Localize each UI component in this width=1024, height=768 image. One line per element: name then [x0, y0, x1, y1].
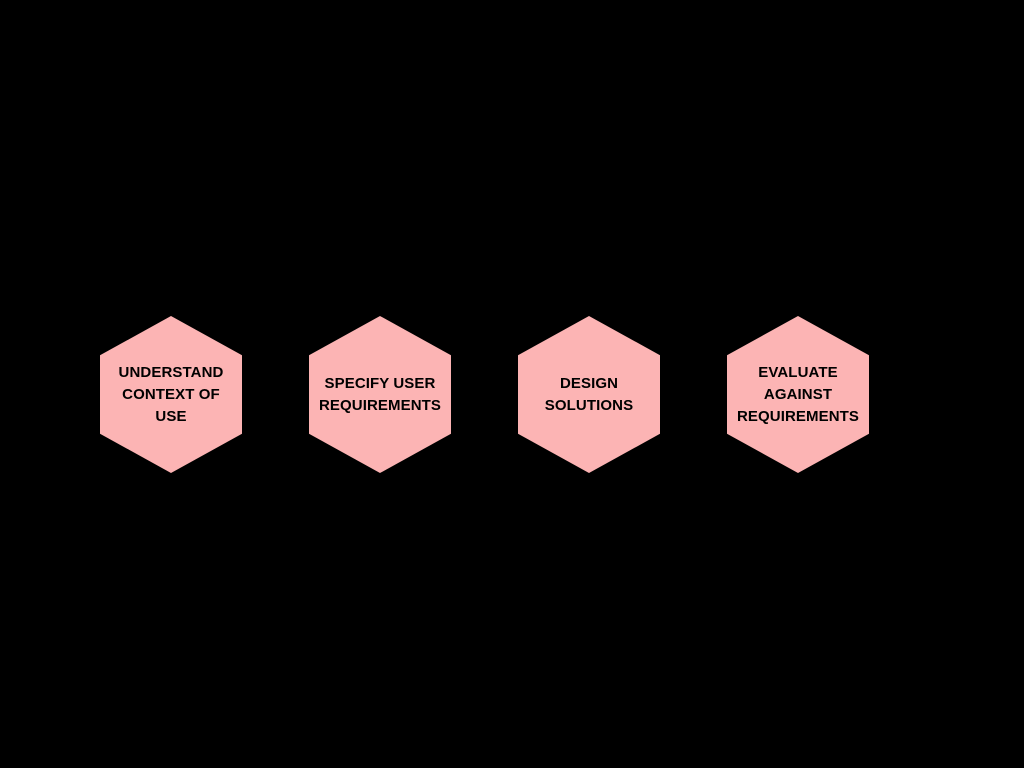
- hexagon-node-specify-user-requirements[interactable]: SPECIFY USER REQUIREMENTS: [309, 316, 451, 473]
- hexagon-node-understand-context-of-use[interactable]: UNDERSTAND CONTEXT OF USE: [100, 316, 242, 473]
- hexagon-node-design-solutions[interactable]: DESIGN SOLUTIONS: [518, 316, 660, 473]
- hexagon-shape: [100, 316, 242, 473]
- hexagon-shape: [518, 316, 660, 473]
- hexagon-shape: [727, 316, 869, 473]
- hexagon-shape: [309, 316, 451, 473]
- hexagon-node-evaluate-against-requirements[interactable]: EVALUATE AGAINST REQUIREMENTS: [727, 316, 869, 473]
